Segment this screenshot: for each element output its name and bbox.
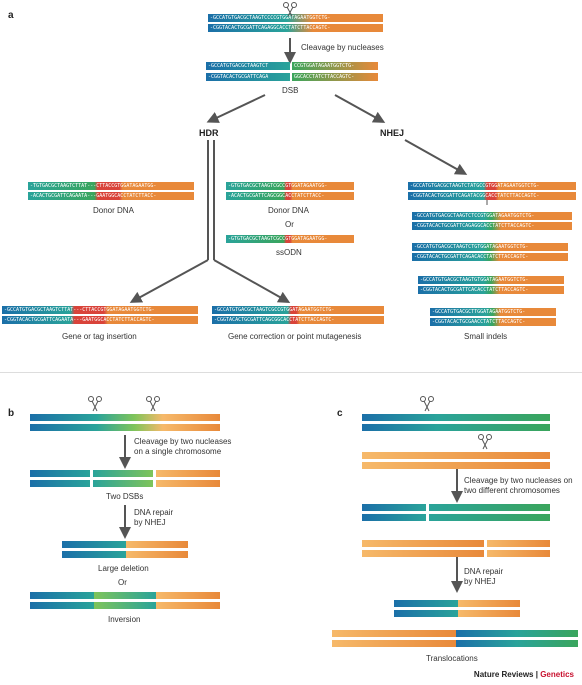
large-deletion-label: Large deletion xyxy=(98,564,149,573)
inversion-mid-bottom xyxy=(94,602,156,609)
indel3-bottom: -CGGTACACTGCGATTCAGACACCTATCTTACCAGTC- xyxy=(412,253,568,261)
dsb-label: DSB xyxy=(282,86,299,95)
scissors-icon xyxy=(478,434,492,450)
scissors-icon xyxy=(420,396,434,412)
transloc-1-right-top xyxy=(458,600,520,607)
panel-bc-arrows xyxy=(119,435,463,593)
two-dsbs-label: Two DSBs xyxy=(106,492,144,501)
transloc-2-left-bottom xyxy=(332,640,456,647)
hdr-label: HDR xyxy=(199,128,219,138)
indel4-bottom: -CGGTACACTGCGATTCACACCTATCTTACCAGTC- xyxy=(418,286,564,294)
c-repair-label: DNA repair by NHEJ xyxy=(464,567,504,586)
nhej-label: NHEJ xyxy=(380,128,405,138)
transloc-2-left-top xyxy=(332,630,456,637)
insertion-top: -GCCATGTGACGCTAAGTCTTAT---CTTACCGTGGATAG… xyxy=(2,306,198,314)
transloc-2-right-top xyxy=(456,630,578,637)
journal-section: Genetics xyxy=(540,670,574,679)
inversion-label: Inversion xyxy=(108,615,141,624)
chromosome-c1-top xyxy=(362,414,550,421)
journal-name: Nature Reviews xyxy=(473,670,534,679)
transloc-1-left-bottom xyxy=(394,610,458,617)
donor2-top: -GTGTGACGCTAAGTCGCCGTGGATAGAATGG- xyxy=(226,182,354,190)
c-cleavage-label: Cleavage by two nucleases on two differe… xyxy=(464,476,573,495)
deletion-left-top xyxy=(62,541,126,548)
donor-dna-label-2: Donor DNA xyxy=(268,206,309,215)
panel-label-c: c xyxy=(337,408,343,419)
indel5-bottom: -CGGTACACTGCGAACCTATCTTACCAGTC- xyxy=(430,318,556,326)
donor2-bottom: -ACACTGCGATTCAGCGGCACCTATCTTACC- xyxy=(226,192,354,200)
inversion-right-top xyxy=(156,592,220,599)
cleavage-label: Cleavage by nucleases xyxy=(301,43,384,52)
dsb-fragment-4 xyxy=(30,480,90,487)
dsb-fragment-1 xyxy=(30,470,90,477)
c-fragment-1 xyxy=(362,504,426,511)
indel4-top: -GCCATGTGACGCTAAGTGTGGATAGAATGGTCTG- xyxy=(418,276,564,284)
correction-top: -GCCATGTGACGCTAAGTCGCCGTGGATAGAATGGTCTG- xyxy=(212,306,384,314)
chromosome-c2-top xyxy=(362,452,550,459)
inversion-right-bottom xyxy=(156,602,220,609)
ssodn-label: ssODN xyxy=(276,248,302,257)
chromosome-c1-bottom xyxy=(362,424,550,431)
journal-footer: Nature Reviews | Genetics xyxy=(474,670,574,679)
chromosome-c2-bottom xyxy=(362,462,550,469)
transloc-1-right-bottom xyxy=(458,610,520,617)
c-fragment-3 xyxy=(362,514,426,521)
indel1-top: -GCCATGTGACGCTAAGTCTATGCCGTGGATAGAATGGTC… xyxy=(408,182,576,190)
chromosome-b-top xyxy=(30,414,220,421)
panel-label-a: a xyxy=(8,10,14,21)
or-label-a: Or xyxy=(285,220,294,229)
c-fragment-6 xyxy=(487,540,550,547)
transloc-2-right-bottom xyxy=(456,640,578,647)
scissors-icon xyxy=(283,2,297,17)
journal-separator: | xyxy=(533,670,541,679)
dsb-fragment-2 xyxy=(93,470,153,477)
dsb-top-left: -GCCATGTGACGCTAAGTCT xyxy=(206,62,290,70)
panel-divider xyxy=(0,372,582,373)
indel3-top: -GCCATGTGACGCTAAGTCTGTGGATAGAATGGTCTG- xyxy=(412,243,568,251)
panel-label-b: b xyxy=(8,408,15,419)
inversion-left-top xyxy=(30,592,94,599)
dsb-fragment-6 xyxy=(156,480,220,487)
donor1-bottom: -ACACTGCGATTCAGAATA---GAATGGCACCTATCTTAC… xyxy=(28,192,194,200)
c-fragment-7 xyxy=(362,550,484,557)
chromosome-b-bottom xyxy=(30,424,220,431)
gene-correction-label: Gene correction or point mutagenesis xyxy=(228,332,362,341)
c-fragment-8 xyxy=(487,550,550,557)
indel2-bottom: -CGGTACACTGCGATTCAGAGGCACCTATCTTACCAGTC- xyxy=(412,222,572,230)
scissors-icon xyxy=(88,396,102,412)
b-repair-label: DNA repair by NHEJ xyxy=(134,508,174,527)
dsb-top-right: CCGTGGATAGAATGGTCTG- xyxy=(292,62,378,70)
dsb-fragment-5 xyxy=(93,480,153,487)
indel5-top: -GCCATGTGACGCTTGGATAGAATGGTCTG- xyxy=(430,308,556,316)
translocations-label: Translocations xyxy=(426,654,478,663)
b-cleavage-label: Cleavage by two nucleases on a single ch… xyxy=(134,437,232,456)
deletion-left-bottom xyxy=(62,551,126,558)
dsb-bottom-right: GGCACCTATCTTACCAGTC- xyxy=(292,73,378,81)
insertion-bottom: -CGGTACACTGCGATTCAGAATA---GAATGGCACCTATC… xyxy=(2,316,198,324)
c-fragment-4 xyxy=(429,514,550,521)
deletion-right-top xyxy=(126,541,188,548)
scissors-icon xyxy=(146,396,160,412)
ssodn-strand: -GTGTGACGCTAAGTCGCCGTGGATAGAATGG- xyxy=(226,235,354,243)
inversion-left-bottom xyxy=(30,602,94,609)
transloc-1-left-top xyxy=(394,600,458,607)
indel2-top: -GCCATGTGACGCTAAGTCTCCGTGGATAGAATGGTCTG- xyxy=(412,212,572,220)
dna-top-strand: -GCCATGTGACGCTAAGTCCCCGTGGATAGAATGGTCTG- xyxy=(208,14,383,22)
donor1-top: -TGTGACGCTAAGTCTTAT---CTTACCGTGGATAGAATG… xyxy=(28,182,194,190)
deletion-right-bottom xyxy=(126,551,188,558)
gene-insertion-label: Gene or tag insertion xyxy=(62,332,137,341)
dna-bottom-strand: -CGGTACACTGCGATTCAGAGGCACCTATCTTACCAGTC- xyxy=(208,24,383,32)
donor-dna-label-1: Donor DNA xyxy=(93,206,134,215)
panel-a-arrows xyxy=(129,38,488,303)
or-label-b: Or xyxy=(118,578,127,587)
correction-bottom: -CGGTACACTGCGATTCAGCGGCACCTATCTTACCAGTC- xyxy=(212,316,384,324)
c-fragment-2 xyxy=(429,504,550,511)
indel1-bottom: -CGGTACACTGCGATTCAGATACGGCACCTATCTTACCAG… xyxy=(408,192,576,200)
dsb-fragment-3 xyxy=(156,470,220,477)
inversion-mid-top xyxy=(94,592,156,599)
dsb-bottom-left: -CGGTACACTGCGATTCAGA xyxy=(206,73,290,81)
c-fragment-5 xyxy=(362,540,484,547)
small-indels-label: Small indels xyxy=(464,332,508,341)
